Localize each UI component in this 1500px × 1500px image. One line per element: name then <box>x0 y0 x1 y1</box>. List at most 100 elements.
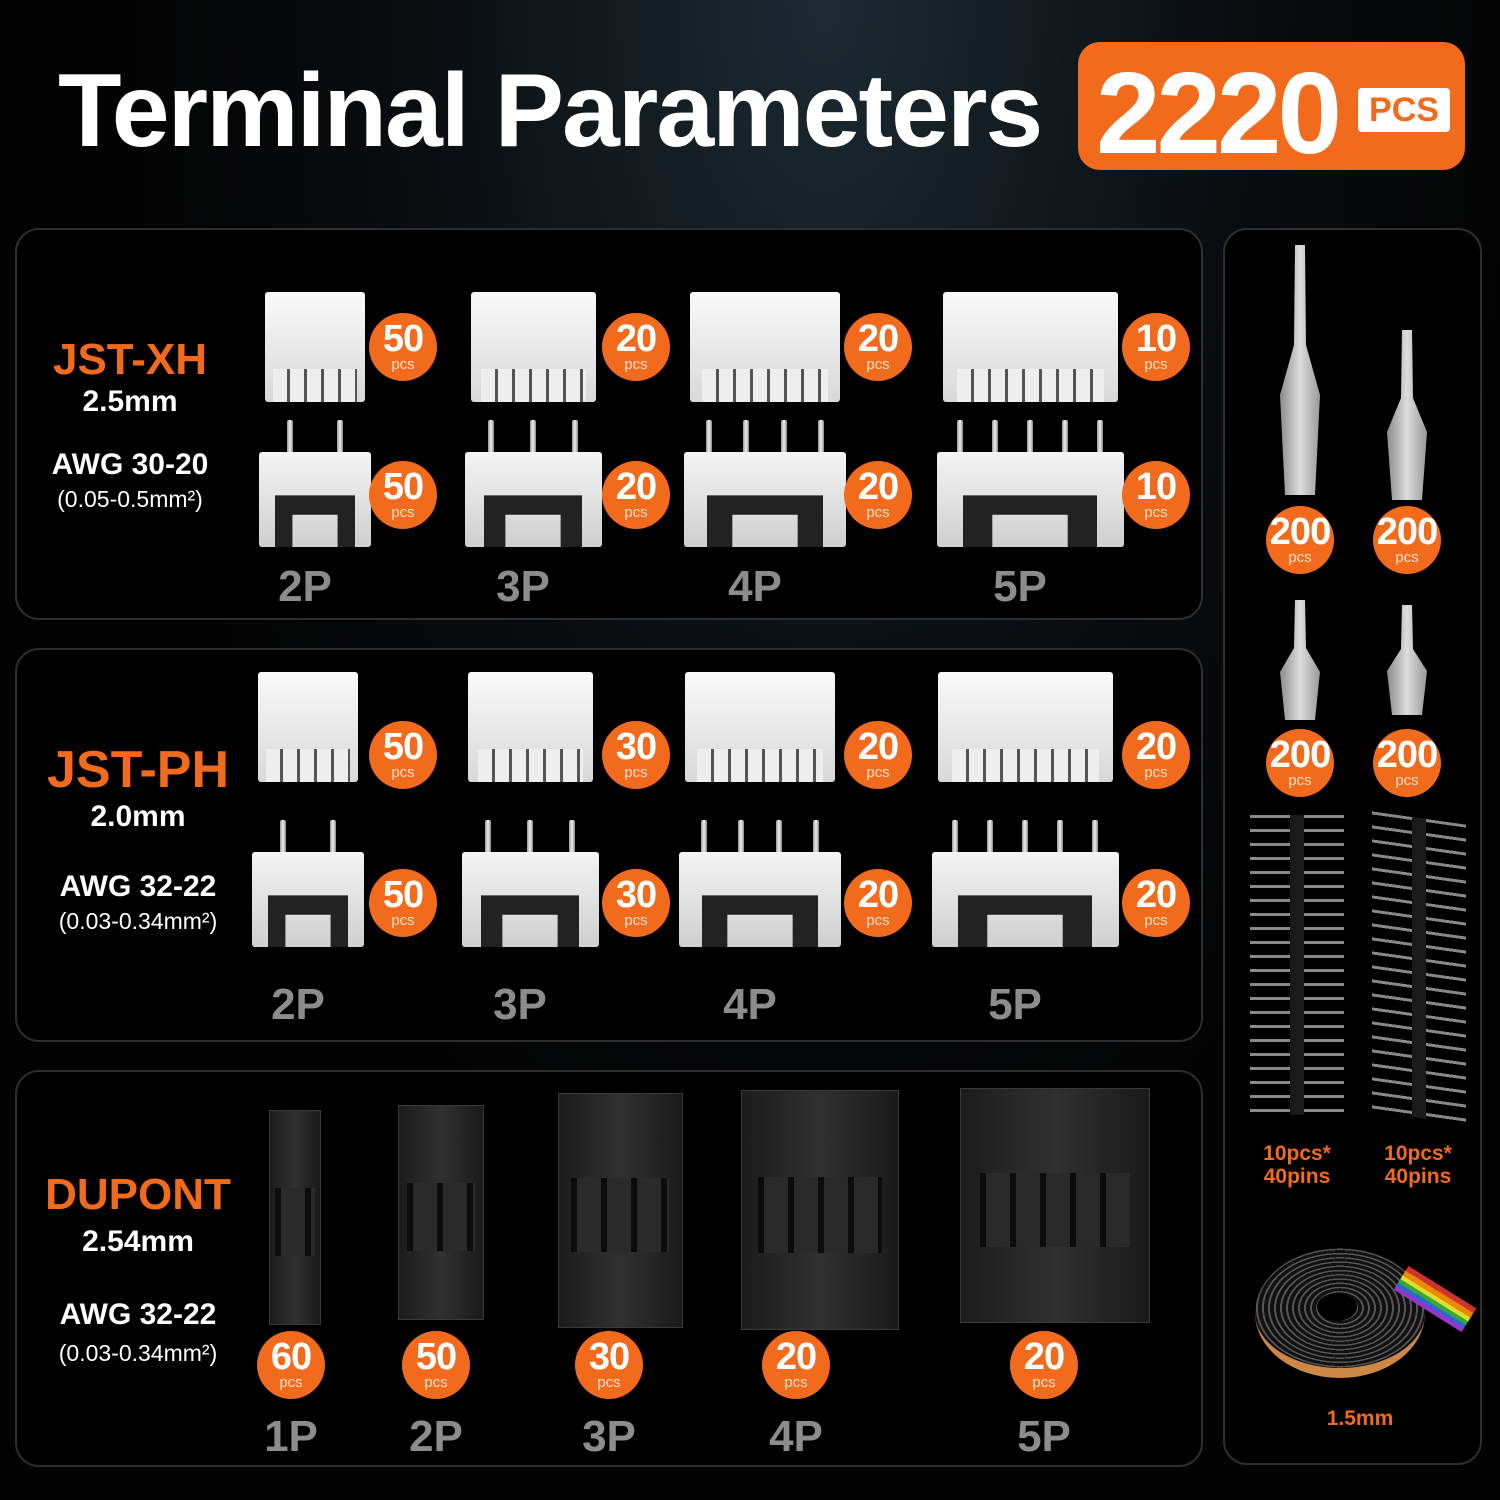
pin-image <box>743 420 750 460</box>
count-value: 20 <box>857 466 899 508</box>
housing-connector-image <box>258 672 358 782</box>
pin-image <box>488 420 495 460</box>
pin-image <box>527 820 533 860</box>
pin-image <box>337 420 343 460</box>
count-value: 20 <box>1023 1336 1065 1378</box>
series-name: DUPONT <box>45 1170 231 1219</box>
header-connector-image <box>252 852 364 947</box>
count-unit: pcs <box>279 1374 303 1391</box>
count-value: 20 <box>857 726 899 768</box>
housing-connector-image <box>467 672 593 782</box>
count-unit: pcs <box>624 504 648 521</box>
pin-count-label: 2P <box>409 1412 463 1461</box>
count-unit: pcs <box>391 764 415 781</box>
count-unit: pcs <box>391 356 415 373</box>
cable-pitch-label: 1.5mm <box>1326 1407 1394 1430</box>
count-value: 30 <box>588 1336 630 1378</box>
count-value: 10 <box>1135 318 1177 360</box>
count-unit: pcs <box>1032 1374 1056 1391</box>
count-value: 10 <box>1135 466 1177 508</box>
pin-image <box>287 420 293 460</box>
count-value: 30 <box>615 874 657 916</box>
count-unit: pcs <box>391 504 415 521</box>
count-unit: pcs <box>1395 772 1419 789</box>
series-pitch: 2.54mm <box>82 1225 194 1258</box>
pin-image <box>280 820 286 860</box>
pin-count-label: 4P <box>723 980 777 1029</box>
series-wire-area: (0.05-0.5mm²) <box>57 486 203 512</box>
header-connector-image <box>679 852 841 947</box>
count-value: 20 <box>615 466 657 508</box>
page-title: Terminal Parameters <box>58 53 1043 169</box>
pin-image <box>1027 420 1033 460</box>
count-value: 200 <box>1269 734 1331 776</box>
header-connector-image <box>259 452 371 547</box>
straight-pin-header-image <box>1250 815 1344 1115</box>
pin-header-quantity: 10pcs* 40pins <box>1263 1142 1331 1188</box>
dupont-housing-image <box>960 1088 1150 1323</box>
count-value: 60 <box>270 1336 312 1378</box>
pin-image <box>571 420 578 460</box>
pin-image <box>530 420 536 460</box>
count-unit: pcs <box>1144 764 1168 781</box>
pin-image <box>780 420 787 460</box>
pin-image <box>1097 420 1103 460</box>
housing-connector-image <box>265 292 365 402</box>
series-awg: AWG 30-20 <box>51 448 209 481</box>
count-value: 30 <box>615 726 657 768</box>
pin-image <box>1057 820 1063 860</box>
count-unit: pcs <box>1395 549 1419 566</box>
pin-image <box>987 820 993 860</box>
count-value: 200 <box>1376 734 1438 776</box>
count-value: 50 <box>382 466 424 508</box>
count-value: 50 <box>415 1336 457 1378</box>
series-name: JST-XH <box>52 335 208 384</box>
housing-connector-image <box>942 292 1118 402</box>
series-name: JST-PH <box>46 741 230 799</box>
series-awg: AWG 32-22 <box>59 1298 217 1331</box>
pin-image <box>1022 820 1028 860</box>
count-unit: pcs <box>391 912 415 929</box>
count-unit: pcs <box>1144 912 1168 929</box>
count-unit: pcs <box>784 1374 808 1391</box>
ribbon-cable-image <box>1255 1248 1425 1378</box>
count-unit: pcs <box>1144 504 1168 521</box>
housing-connector-image <box>470 292 596 402</box>
total-unit: PCS <box>1358 88 1450 132</box>
total-count: 2220 <box>1096 48 1342 178</box>
count-value: 20 <box>1135 874 1177 916</box>
pin-image <box>992 420 998 460</box>
count-unit: pcs <box>624 356 648 373</box>
dupont-housing-image <box>741 1090 899 1330</box>
pin-count-label: 3P <box>496 562 550 611</box>
count-unit: pcs <box>866 764 890 781</box>
count-value: 20 <box>857 318 899 360</box>
count-value: 50 <box>382 318 424 360</box>
count-unit: pcs <box>1288 549 1312 566</box>
count-value: 20 <box>615 318 657 360</box>
pin-count-label: 4P <box>728 562 782 611</box>
count-value: 50 <box>382 726 424 768</box>
pin-image <box>1092 820 1098 860</box>
count-value: 200 <box>1376 511 1438 553</box>
pin-image <box>330 820 336 860</box>
pin-count-label: 5P <box>1017 1412 1071 1461</box>
header-connector-image <box>931 852 1119 947</box>
count-unit: pcs <box>866 504 890 521</box>
pin-image <box>738 820 745 860</box>
count-unit: pcs <box>1288 772 1312 789</box>
series-wire-area: (0.03-0.34mm²) <box>58 908 218 934</box>
